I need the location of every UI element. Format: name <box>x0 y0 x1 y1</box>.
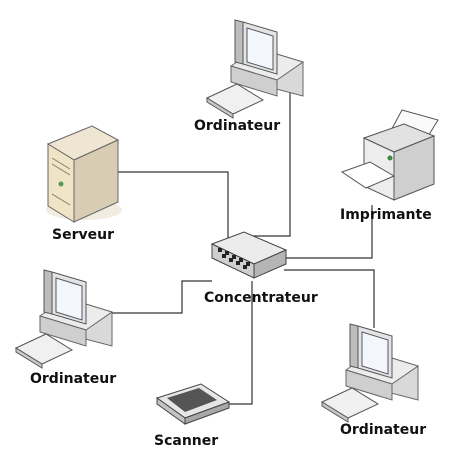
top-computer-icon <box>205 19 305 119</box>
scanner-icon <box>155 383 231 425</box>
link-top-computer <box>248 90 291 237</box>
hub-icon <box>210 231 288 279</box>
server-icon <box>46 125 122 223</box>
printer-icon <box>340 109 439 201</box>
top-computer-label: Ordinateur <box>194 118 281 134</box>
link-right-computer <box>284 269 375 328</box>
link-server <box>118 171 229 248</box>
link-printer <box>284 205 373 259</box>
right-computer-icon <box>320 323 420 423</box>
left-computer-label: Ordinateur <box>30 371 117 387</box>
hub-label: Concentrateur <box>204 290 318 306</box>
printer-label: Imprimante <box>340 207 432 223</box>
connection-lines <box>106 90 375 405</box>
left-computer-icon <box>14 269 114 369</box>
server-label: Serveur <box>52 227 114 243</box>
scanner-label: Scanner <box>154 433 219 449</box>
right-computer-label: Ordinateur <box>340 422 427 438</box>
link-left-computer <box>106 280 212 314</box>
link-scanner <box>228 281 253 405</box>
